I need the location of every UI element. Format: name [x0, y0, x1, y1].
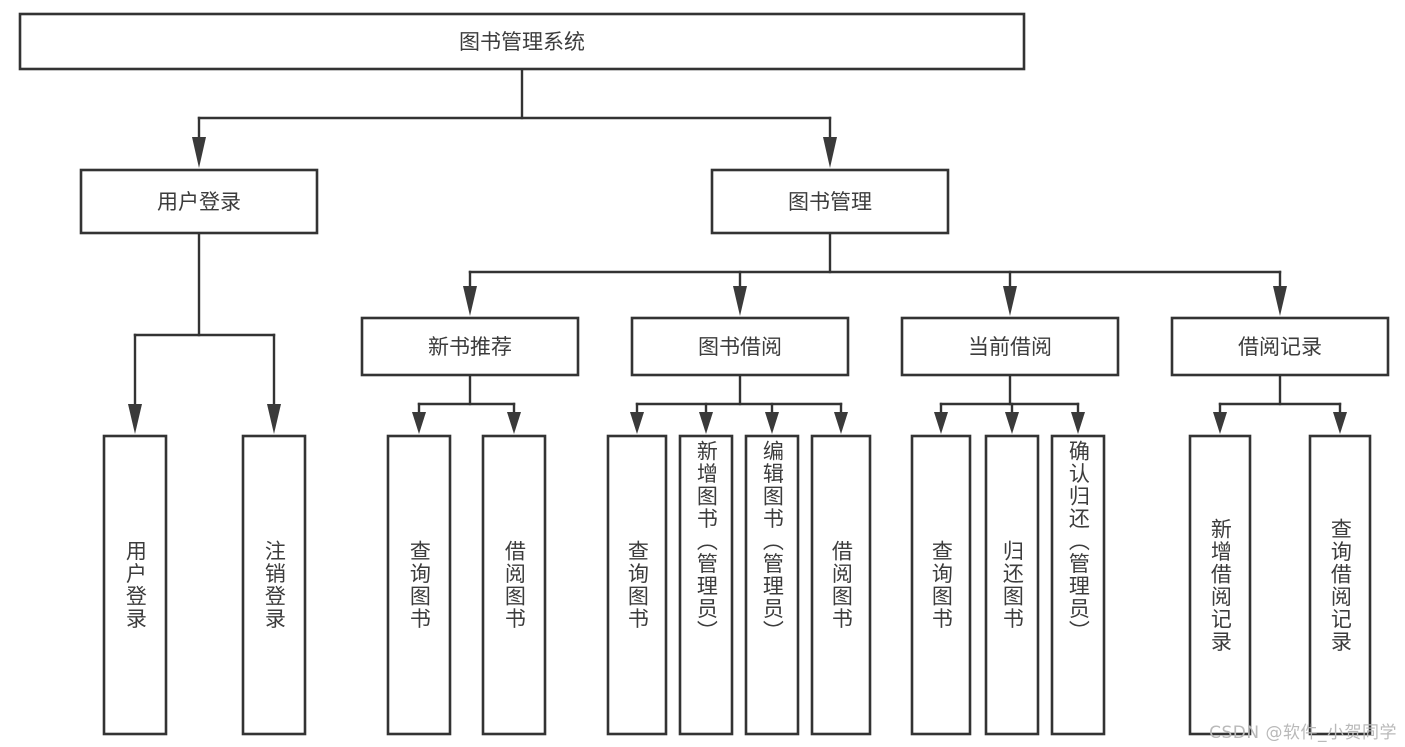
node-leaf-edit-book-admin-box[interactable]	[744, 434, 800, 736]
node-borrow-record-box[interactable]	[1170, 316, 1390, 377]
node-leaf-confirm-return-admin-box[interactable]	[1050, 434, 1106, 736]
arrow-to-leaf-query-book-rec	[412, 412, 426, 434]
node-leaf-borrow-book-borrow-box[interactable]	[810, 434, 872, 736]
connector-layer	[133, 67, 1342, 414]
node-root-label: 图书管理系统	[459, 30, 585, 54]
node-book-borrow-box[interactable]	[630, 316, 850, 377]
csdn-watermark: CSDN @软件_小贺同学	[1209, 723, 1397, 743]
node-leaf-add-borrow-record-box[interactable]	[1188, 434, 1252, 736]
node-leaf-query-borrow-record-box[interactable]	[1308, 434, 1372, 736]
node-current-borrow-label: 当前借阅	[968, 335, 1052, 359]
node-leaf-user-login-box[interactable]	[102, 434, 168, 736]
arrow-to-leaf-confirm-return-admin	[1071, 412, 1085, 434]
arrow-to-leaf-query-borrow-record	[1333, 412, 1347, 434]
node-borrow-record-label: 借阅记录	[1238, 335, 1322, 359]
arrow-to-leaf-query-book-current	[934, 412, 948, 434]
node-leaf-query-book-borrow-box[interactable]	[606, 434, 668, 736]
node-leaf-logout-login-box[interactable]	[241, 434, 307, 736]
arrow-to-leaf-borrow-book-borrow	[834, 412, 848, 434]
node-layer: 图书管理系统 用户登录 图书管理 新书推荐 图书借阅 当前	[18, 12, 1390, 736]
node-book-manage-label: 图书管理	[788, 190, 872, 214]
node-leaf-query-book-rec-box[interactable]	[386, 434, 452, 736]
node-new-book-recommend-label: 新书推荐	[428, 335, 512, 359]
node-user-login-label: 用户登录	[157, 190, 241, 214]
node-new-book-recommend-box[interactable]	[360, 316, 580, 377]
arrow-to-borrow-record	[1273, 286, 1287, 316]
node-book-borrow-label: 图书借阅	[698, 335, 782, 359]
node-leaf-query-book-current-box[interactable]	[910, 434, 972, 736]
arrow-to-book-borrow	[733, 286, 747, 316]
arrow-to-leaf-edit-book-admin	[765, 412, 779, 434]
arrow-to-new-book-recommend	[463, 286, 477, 316]
arrow-to-leaf-add-borrow-record	[1213, 412, 1227, 434]
node-user-login[interactable]: 用户登录	[79, 168, 319, 235]
node-leaf-borrow-book-rec-box[interactable]	[481, 434, 547, 736]
arrow-to-leaf-query-book-borrow	[630, 412, 644, 434]
arrow-to-leaf-user-login	[128, 404, 142, 434]
node-book-manage-box[interactable]	[710, 168, 950, 235]
node-book-manage[interactable]: 图书管理	[710, 168, 950, 235]
arrow-to-leaf-borrow-book-rec	[507, 412, 521, 434]
arrow-to-leaf-logout-login	[267, 404, 281, 434]
node-book-borrow[interactable]: 图书借阅	[630, 316, 850, 377]
arrow-to-leaf-return-book	[1005, 412, 1019, 434]
node-borrow-record[interactable]: 借阅记录	[1170, 316, 1390, 377]
arrow-to-current-borrow	[1003, 286, 1017, 316]
node-current-borrow-box[interactable]	[900, 316, 1120, 377]
node-current-borrow[interactable]: 当前借阅	[900, 316, 1120, 377]
node-user-login-box[interactable]	[79, 168, 319, 235]
arrow-to-leaf-add-book-admin	[699, 412, 713, 434]
arrow-to-book-manage	[823, 137, 837, 168]
arrowhead-layer	[128, 137, 1347, 434]
arrow-to-user-login	[192, 137, 206, 168]
node-leaf-return-book-box[interactable]	[984, 434, 1040, 736]
node-new-book-recommend[interactable]: 新书推荐	[360, 316, 580, 377]
node-leaf-add-book-admin-box[interactable]	[678, 434, 734, 736]
node-root-box[interactable]	[18, 12, 1026, 71]
node-root[interactable]: 图书管理系统	[18, 12, 1026, 71]
